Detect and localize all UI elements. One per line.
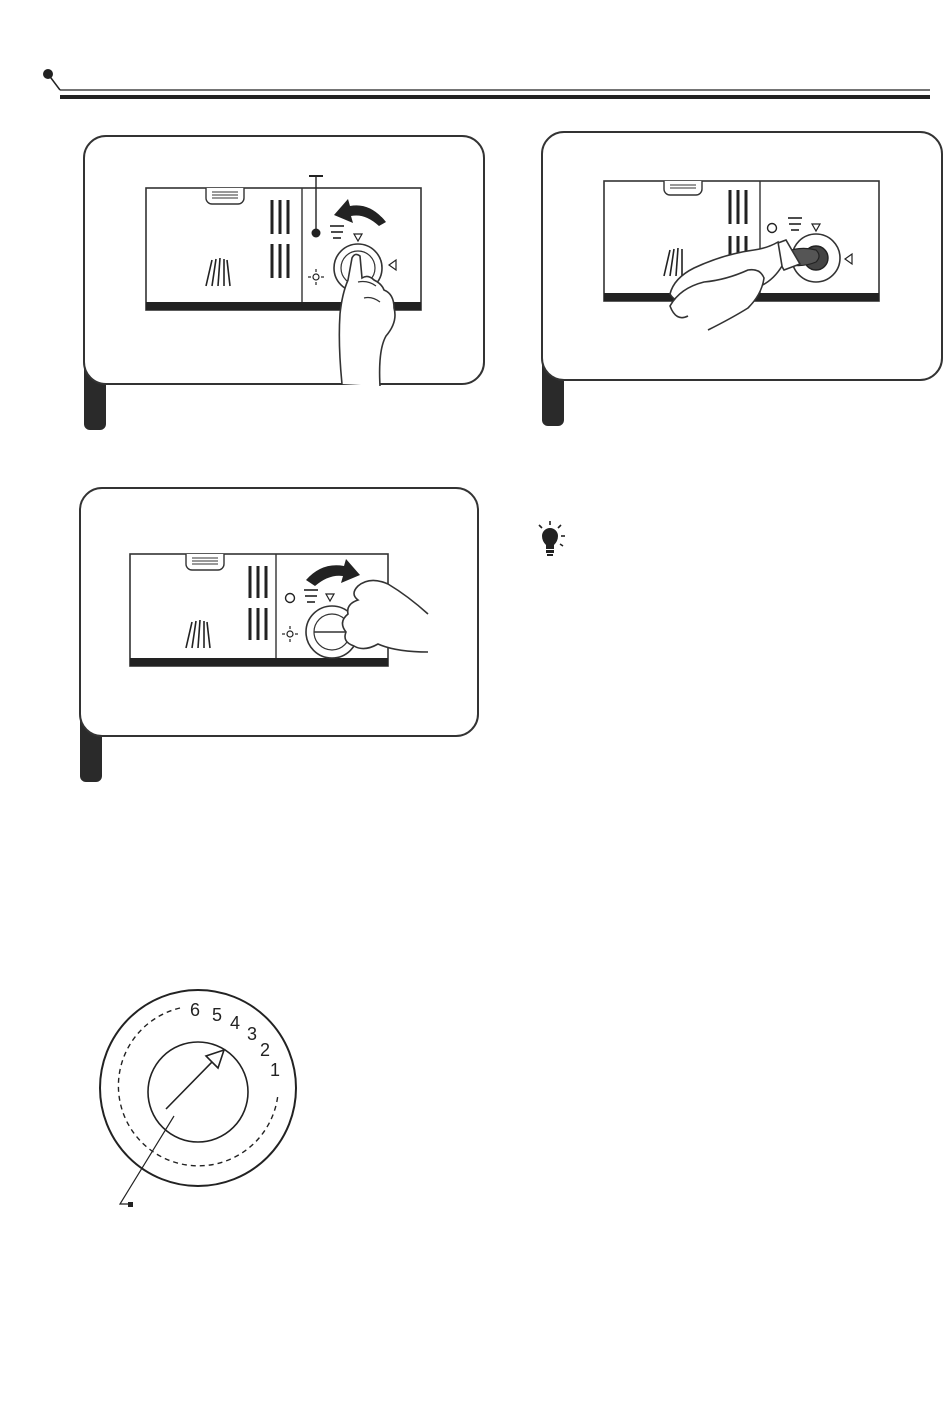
dial-setting-3: 3 xyxy=(247,1024,257,1044)
dial-setting-5: 5 xyxy=(212,1005,222,1025)
dial-setting-2: 2 xyxy=(260,1040,270,1060)
dial-setting-6: 6 xyxy=(190,1000,200,1020)
figure-open-cap xyxy=(80,132,490,434)
header-rule xyxy=(0,0,950,110)
dial-knob xyxy=(148,1042,248,1142)
figure-fill-rinse-aid xyxy=(538,128,946,430)
lightbulb-icon xyxy=(536,520,566,558)
header-bullet-icon xyxy=(43,69,60,90)
dosage-dial-figure: 6 5 4 3 2 1 xyxy=(90,976,310,1216)
dial-callout-marker xyxy=(128,1202,133,1207)
figure-close-cap xyxy=(76,484,482,786)
dial-setting-1: 1 xyxy=(270,1060,280,1080)
dial-setting-4: 4 xyxy=(230,1013,240,1033)
